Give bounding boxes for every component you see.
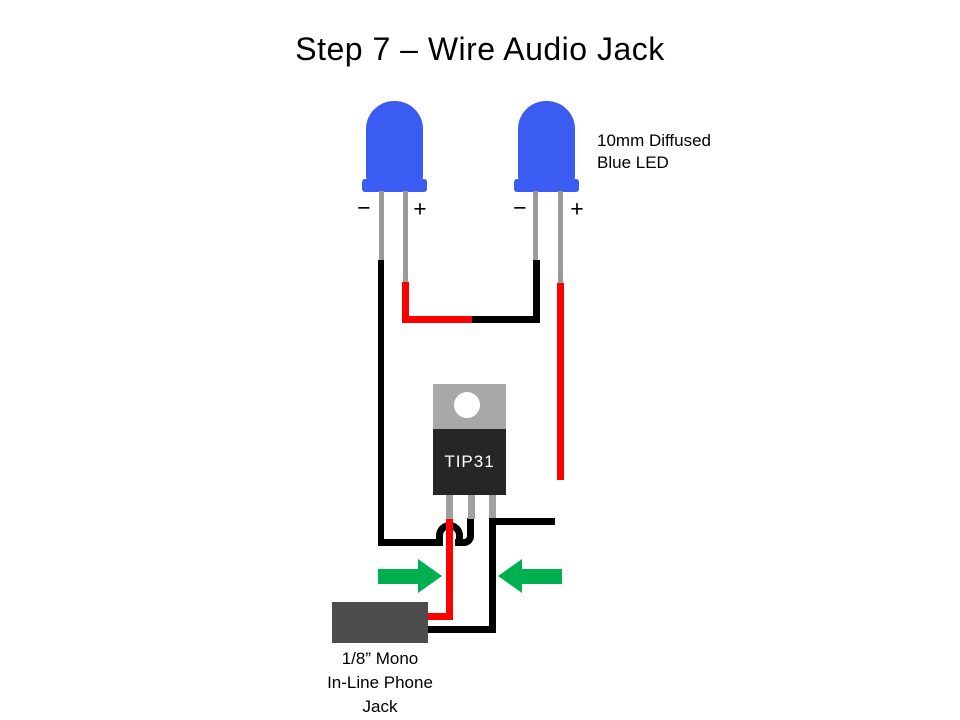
- transistor-body: [433, 429, 506, 495]
- led1-neg-lead: [379, 191, 384, 261]
- transistor-label: TIP31: [444, 452, 495, 471]
- transistor-leg2: [468, 495, 475, 519]
- jack-annotation: 1/8” Mono In-Line Phone Jack: [300, 647, 460, 719]
- wire-bridge-black-horizontal: [472, 316, 540, 323]
- transistor-leg1: [446, 495, 453, 519]
- led1-plus-label: +: [413, 195, 427, 222]
- wire-emitter-red-to-jack: [428, 613, 453, 620]
- wire-led2neg-vertical: [533, 260, 540, 323]
- led2-body: [518, 101, 575, 180]
- led-annotation-line2: Blue LED: [597, 153, 669, 172]
- wire-bridge-red-horizontal: [402, 316, 472, 323]
- wire-emitter-red-vertical: [446, 519, 453, 620]
- led2-pos-lead: [558, 191, 563, 284]
- led-annotation-line1: 10mm Diffused: [597, 131, 712, 150]
- wire-led2pos-red-drop: [557, 283, 564, 480]
- jack-annotation-line3: Jack: [362, 697, 398, 716]
- wire-base-hook: [455, 518, 474, 546]
- jack-annotation-line2: In-Line Phone: [327, 673, 433, 692]
- right-arrow-body: [522, 569, 562, 584]
- led2-minus-label: −: [513, 194, 527, 221]
- transistor-leg3: [489, 495, 496, 519]
- led1-flange: [362, 179, 427, 192]
- wire-collector-black-vertical: [489, 518, 496, 633]
- wire-led1neg-vertical: [378, 260, 384, 546]
- led1-pos-lead: [403, 191, 408, 283]
- left-arrow-body: [378, 569, 418, 584]
- led1-body: [366, 101, 423, 180]
- wire-black-to-jack: [428, 626, 496, 633]
- led2-flange: [514, 179, 579, 192]
- wire-led1pos-red-vertical: [402, 282, 409, 323]
- left-pointing-arrow-icon: [498, 559, 522, 593]
- led1-minus-label: −: [357, 194, 371, 221]
- transistor-mounting-hole: [454, 392, 480, 418]
- right-pointing-arrow-icon: [418, 559, 442, 593]
- wire-collector-black-horizontal: [489, 518, 555, 525]
- led2-neg-lead: [533, 191, 538, 261]
- jack-annotation-line1: 1/8” Mono: [341, 649, 419, 668]
- wire-led1neg-horizontal: [378, 539, 437, 546]
- page-title: Step 7 – Wire Audio Jack: [295, 31, 665, 67]
- phone-jack-body: [332, 602, 428, 643]
- led2-plus-label: +: [570, 195, 584, 222]
- led-annotation: 10mm Diffused Blue LED: [597, 130, 711, 174]
